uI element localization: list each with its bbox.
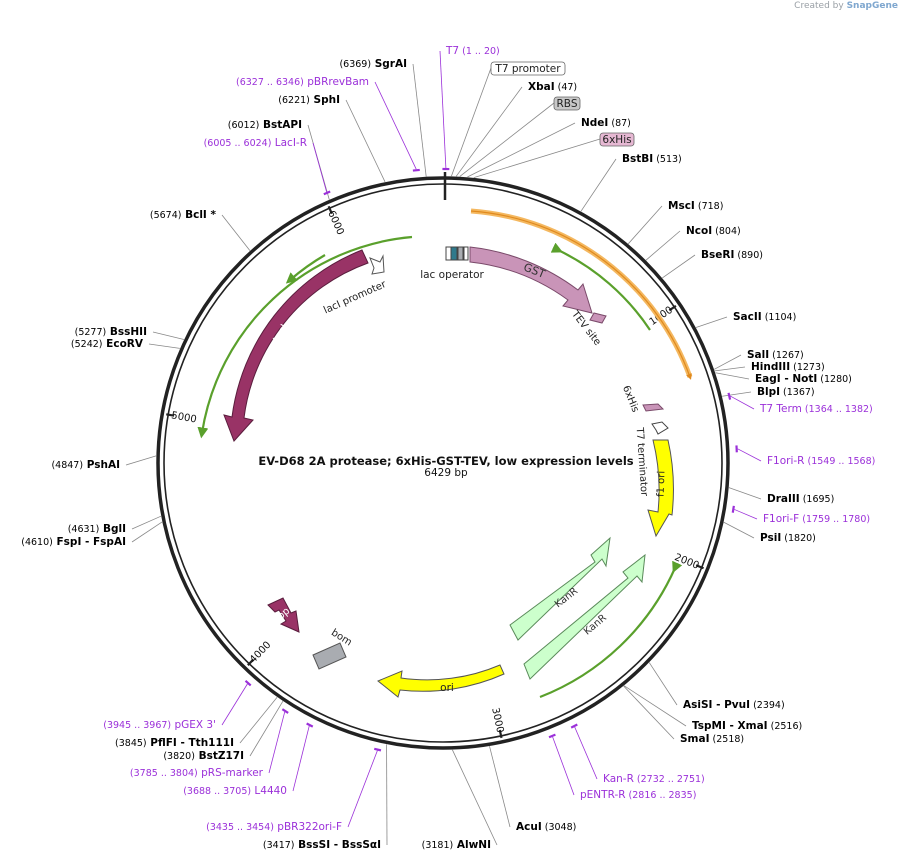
primer-ticks — [244, 167, 738, 752]
enzyme-label: (3820) BstZ17I — [163, 750, 244, 762]
boxed-feature-label: T7 promoter — [494, 63, 561, 75]
enzyme-label: HindIII (1273) — [751, 361, 825, 373]
enzyme-label: (3181) AlwNI — [422, 839, 491, 851]
primer-tick — [374, 747, 382, 752]
snapgene-credit: Created by SnapGene — [794, 1, 898, 11]
enzyme-label: SalI (1267) — [747, 349, 804, 361]
enzyme-label: (6221) SphI — [278, 94, 340, 106]
primer-tick — [727, 392, 732, 400]
enzyme-label: SacII (1104) — [733, 311, 796, 323]
primer-tick — [244, 679, 252, 687]
snapgene-logo: SnapGene — [846, 1, 898, 11]
enzyme-label: (4610) FspI - FspAI — [21, 536, 126, 548]
primer-tick — [570, 723, 578, 729]
primer-tick — [412, 168, 420, 172]
enzyme-label: (4631) BglI — [68, 523, 126, 535]
feature-gst-arrow — [469, 246, 593, 314]
feature-f1-ori-label: f1 ori — [656, 471, 668, 497]
boxed-feature-label: RBS — [557, 98, 578, 110]
feature-laci-promoter — [369, 254, 385, 275]
enzyme-label: (3417) BssSI - BssSαI — [263, 839, 381, 851]
primer-label: (6327 .. 6346) pBRrevBam — [236, 76, 369, 88]
boxed-feature — [490, 61, 566, 76]
ruler-label: 5000 — [170, 410, 197, 425]
enzyme-label: BlpI (1367) — [757, 386, 815, 398]
site-labels: (6369) SgrAI (6221) SphI (6012) BstAPI (567… — [21, 45, 875, 851]
primer-label: F1ori-R (1549 .. 1568) — [767, 455, 875, 467]
lac-operator-label: lac operator — [420, 269, 484, 281]
enzyme-label: SmaI (2518) — [680, 733, 744, 745]
ruler-label: 3000 — [489, 707, 505, 734]
green-arc-gst — [550, 242, 651, 331]
enzyme-label: PsiI (1820) — [760, 532, 816, 544]
feature-ori-arrow — [377, 664, 505, 698]
enzyme-label: (5674) BclI * — [150, 209, 217, 221]
feature-6xhis-label: 6xHis — [620, 384, 641, 414]
feature-6xhis — [642, 403, 665, 412]
primer-label: (3435 .. 3454) pBR322ori-F — [206, 821, 342, 833]
feature-lac-operator — [445, 246, 469, 261]
primer-label: pENTR-R (2816 .. 2835) — [580, 789, 696, 801]
green-arc-kanr — [539, 560, 683, 699]
feature-t7-terminator — [651, 421, 669, 435]
feature-tev-site — [589, 312, 607, 324]
enzyme-label: XbaI (47) — [528, 81, 577, 93]
primer-label: (3945 .. 3967) pGEX 3' — [103, 719, 216, 731]
feature-ori-label: ori — [440, 682, 454, 694]
ruler-label: 2000 — [673, 552, 701, 572]
enzyme-label: EagI - NotI (1280) — [755, 373, 852, 385]
ruler-label: 6000 — [325, 209, 345, 237]
primer-tick — [548, 733, 556, 739]
ruler-label: 4000 — [248, 640, 274, 666]
enzyme-label: AcuI (3048) — [516, 821, 576, 833]
primer-tick — [323, 190, 331, 196]
feature-kanr-arrow-2 — [523, 553, 646, 680]
enzyme-label: MscI (718) — [668, 200, 723, 212]
enzyme-label: (5242) EcoRV — [71, 338, 144, 350]
boxed-feature-label: 6xHis — [602, 134, 631, 146]
enzyme-label: NcoI (804) — [686, 225, 741, 237]
enzyme-label: NdeI (87) — [581, 117, 631, 129]
inner-arcs — [197, 208, 693, 699]
label-leader-lines — [125, 50, 762, 846]
feature-kanr-arrow-1 — [509, 536, 611, 641]
primer-label: F1ori-F (1759 .. 1780) — [763, 513, 870, 525]
feature-laci-arrow — [223, 249, 369, 442]
enzyme-label: (3845) PflFI - Tth111I — [115, 737, 234, 749]
feature-bom — [312, 642, 347, 670]
primer-tick — [731, 505, 735, 513]
enzyme-label: (6012) BstAPI — [228, 119, 302, 131]
primer-label: Kan-R (2732 .. 2751) — [603, 773, 705, 785]
feature-rop-arrow — [267, 597, 300, 633]
enzyme-label: BseRI (890) — [701, 249, 763, 261]
green-arc-laci — [197, 235, 413, 439]
credit-prefix: Created by — [794, 1, 844, 11]
boxed-feature — [553, 96, 581, 111]
enzyme-label: BstBI (513) — [622, 153, 682, 165]
primer-label: (3785 .. 3804) pRS-marker — [130, 767, 264, 779]
primer-label: T7 (1 .. 20) — [445, 45, 500, 57]
primer-tick — [306, 722, 314, 728]
primer-label: T7 Term (1364 .. 1382) — [759, 403, 873, 415]
enzyme-label: AsiSI - PvuI (2394) — [683, 699, 785, 711]
boxed-feature — [599, 132, 635, 147]
green-arc-laci-top — [285, 254, 326, 284]
primer-label: (6005 .. 6024) LacI-R — [204, 137, 307, 149]
enzyme-label: DraIII (1695) — [767, 493, 834, 505]
primer-tick — [281, 708, 289, 714]
feature-f1-ori-arrow — [647, 439, 674, 538]
plasmid-size: 6429 bp — [424, 467, 468, 479]
enzyme-label: (4847) PshAI — [51, 459, 120, 471]
enzyme-label: (6369) SgrAI — [339, 58, 407, 70]
feature-t7-terminator-label: T7 terminator — [634, 426, 650, 497]
backbone — [156, 172, 730, 750]
plasmid-name: EV-D68 2A protease; 6xHis-GST-TEV, low e… — [258, 454, 633, 468]
feature-laci-promoter-label: lacI promoter — [322, 279, 388, 317]
enzyme-label: (5277) BssHII — [75, 326, 147, 338]
primer-label: (3688 .. 3705) L4440 — [183, 785, 287, 797]
enzyme-label: TspMI - XmaI (2516) — [692, 720, 802, 732]
